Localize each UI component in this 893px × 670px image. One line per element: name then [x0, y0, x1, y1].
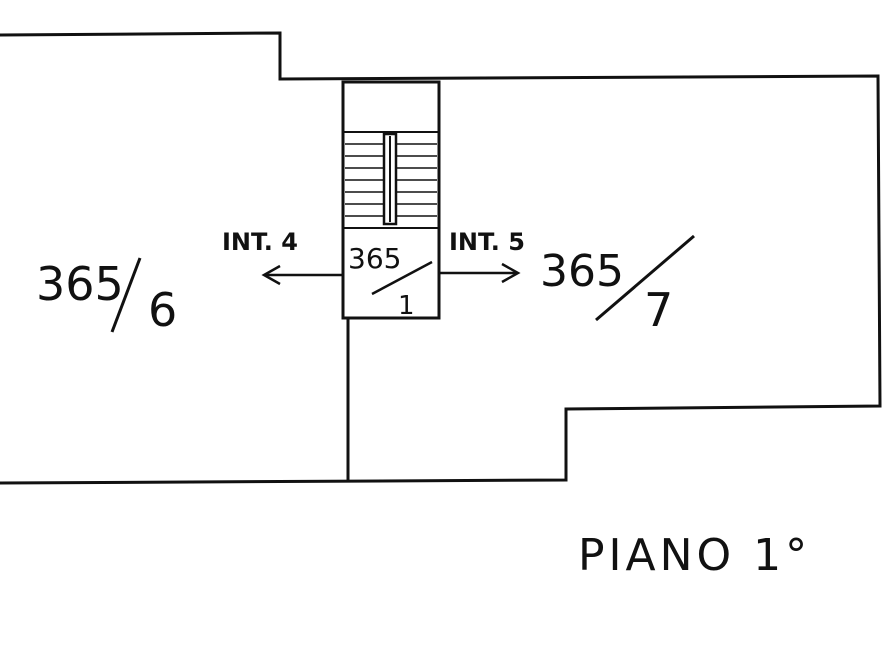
left-arrow-head — [261, 264, 281, 286]
entry-arrows — [261, 262, 521, 286]
entry-left-label: INT. 4 — [222, 228, 298, 256]
unit-right-slash — [595, 234, 695, 322]
right-arrow-head — [501, 262, 521, 284]
unit-left-parcel: 365 — [36, 257, 124, 311]
unit-right-parcel: 365 — [540, 246, 624, 297]
stair-enclosure — [341, 80, 441, 320]
entry-right-label: INT. 5 — [449, 228, 525, 256]
stair-label: 365 1 — [348, 242, 433, 321]
unit-right-sub: 7 — [644, 283, 673, 337]
unit-left-slash — [110, 257, 142, 333]
unit-label-right: 365 7 — [540, 234, 695, 337]
building-outline — [0, 31, 882, 485]
unit-left-sub: 6 — [148, 283, 177, 337]
unit-label-left: 365 6 — [36, 257, 177, 337]
stair-parcel: 365 — [348, 242, 401, 275]
floor-caption: PIANO 1° — [578, 530, 811, 581]
stair-block — [341, 80, 441, 320]
outer-wall — [0, 31, 882, 485]
stair-sub: 1 — [398, 291, 415, 321]
stair-slash — [371, 260, 433, 296]
